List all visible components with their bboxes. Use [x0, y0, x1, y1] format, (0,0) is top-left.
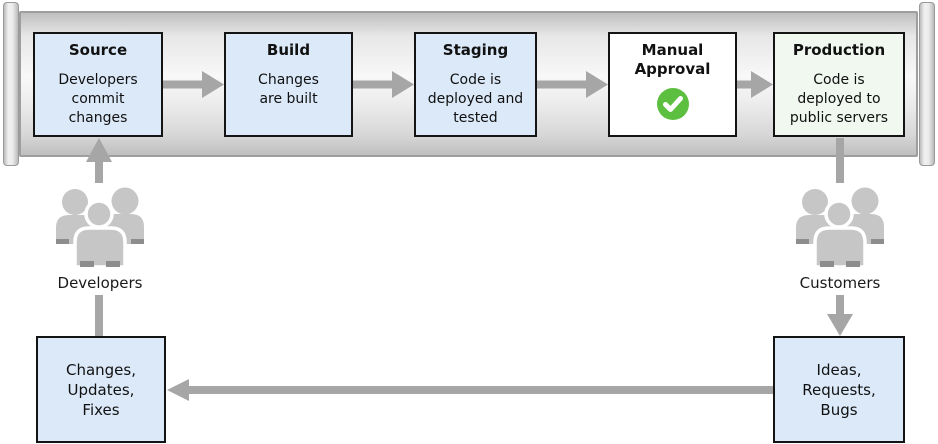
ideas-box-text: Ideas, Requests, Bugs	[802, 360, 876, 419]
ideas-requests-bugs-box: Ideas, Requests, Bugs	[773, 336, 905, 443]
stage-title: Source	[68, 41, 128, 59]
pipe-endcap-left	[3, 2, 19, 166]
stage-description: Changes are built	[258, 72, 319, 107]
stage-box-manual-approval: Manual Approval	[608, 32, 737, 137]
customers-label: Customers	[780, 271, 900, 295]
arrow-source-to-build	[163, 71, 224, 98]
arrow-staging-to-approval	[537, 71, 608, 98]
developers-label: Developers	[40, 271, 160, 295]
stage-title: Manual Approval	[634, 41, 711, 78]
stage-description: Code is deployed to public servers	[789, 72, 889, 126]
stage-description: Developers commit changes	[58, 72, 138, 126]
stage-title: Build	[266, 41, 311, 59]
check-circle-icon	[610, 87, 735, 125]
stage-description: Code is deployed and tested	[427, 72, 524, 126]
changes-updates-fixes-box: Changes, Updates, Fixes	[36, 336, 166, 443]
stage-box-build: Build Changes are built	[224, 32, 353, 137]
stage-title: Staging	[442, 41, 509, 59]
stage-title: Production	[792, 41, 886, 59]
people-group-icon	[54, 183, 146, 271]
people-group-icon	[794, 183, 886, 271]
arrow-ideas-to-changes	[167, 379, 773, 401]
stage-box-production: Production Code is deployed to public se…	[773, 32, 905, 137]
arrow-approval-to-production	[737, 71, 773, 98]
stage-box-staging: Staging Code is deployed and tested	[414, 32, 537, 137]
stage-box-source: Source Developers commit changes	[33, 32, 163, 137]
pipe-endcap-right	[919, 2, 935, 166]
changes-box-text: Changes, Updates, Fixes	[65, 360, 136, 419]
arrow-build-to-staging	[353, 71, 414, 98]
